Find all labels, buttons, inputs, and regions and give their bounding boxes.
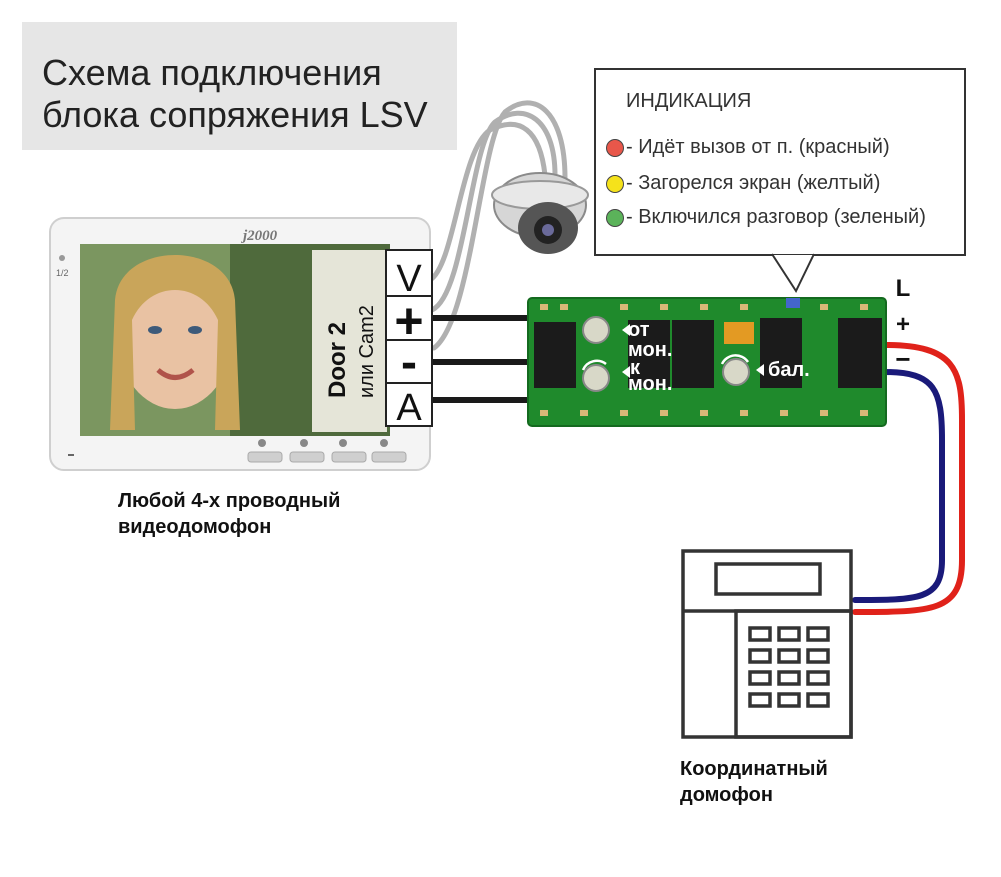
camera-cable	[427, 100, 568, 351]
indication-callout: ИНДИКАЦИЯ - Идёт вызов от п. (красный) -…	[594, 68, 966, 256]
title-panel: Схема подключения блока сопряжения LSV	[22, 22, 457, 150]
monitor-caption-line-1: Любой 4-х проводный	[118, 490, 341, 512]
indication-label-red: - Идёт вызов от п. (красный)	[626, 136, 890, 158]
red-led-icon	[606, 138, 624, 157]
monitor-status-label: 1/2	[56, 268, 69, 278]
indication-label-green: - Включился разговор (зеленый)	[626, 206, 926, 228]
green-led-icon	[606, 208, 624, 227]
coordinate-intercom-icon	[681, 549, 853, 739]
pot-label-ot: от	[628, 319, 650, 341]
intercom-caption-line-1: Координатный	[680, 758, 828, 780]
line-label-plus: +	[896, 311, 910, 338]
monitor-brand: j2000	[241, 228, 278, 244]
intercom-caption: Координатный домофон	[680, 756, 828, 808]
indication-item-yellow: - Загорелся экран (желтый)	[606, 172, 880, 195]
indication-item-green: - Включился разговор (зеленый)	[606, 206, 926, 229]
interface-board	[527, 297, 887, 427]
yellow-led-icon	[606, 174, 624, 193]
signal-wires	[430, 315, 528, 403]
terminal-plus: +	[394, 293, 423, 349]
line-wires	[852, 342, 965, 615]
title-line-1: Схема подключения	[42, 52, 382, 93]
indication-label-yellow: - Загорелся экран (желтый)	[626, 172, 881, 194]
terminal-a: A	[396, 387, 422, 429]
pot-label-ot-mon: мон.	[628, 339, 672, 361]
indication-item-red: - Идёт вызов от п. (красный)	[606, 136, 890, 159]
door-label: Door 2	[324, 322, 351, 398]
line-label-l: L	[896, 275, 911, 302]
terminal-v: V	[396, 258, 422, 300]
dome-camera-icon	[491, 172, 589, 254]
title-line-2: блока сопряжения LSV	[42, 94, 428, 135]
indication-heading: ИНДИКАЦИЯ	[626, 90, 752, 112]
callout-pointer	[771, 253, 815, 294]
terminal-block	[385, 249, 433, 427]
terminal-minus: -	[401, 336, 417, 389]
line-label-minus: −	[895, 344, 910, 374]
cam-label: или Cam2	[356, 305, 378, 398]
intercom-caption-line-2: домофон	[680, 784, 773, 806]
monitor-caption: Любой 4-х проводный видеодомофон	[118, 488, 340, 540]
monitor-caption-line-2: видеодомофон	[118, 516, 272, 538]
pot-label-bal: бал.	[768, 359, 810, 381]
video-intercom-monitor	[49, 217, 431, 471]
pot-label-k-mon: мон.	[628, 373, 672, 395]
pot-label-k: к	[630, 357, 641, 379]
